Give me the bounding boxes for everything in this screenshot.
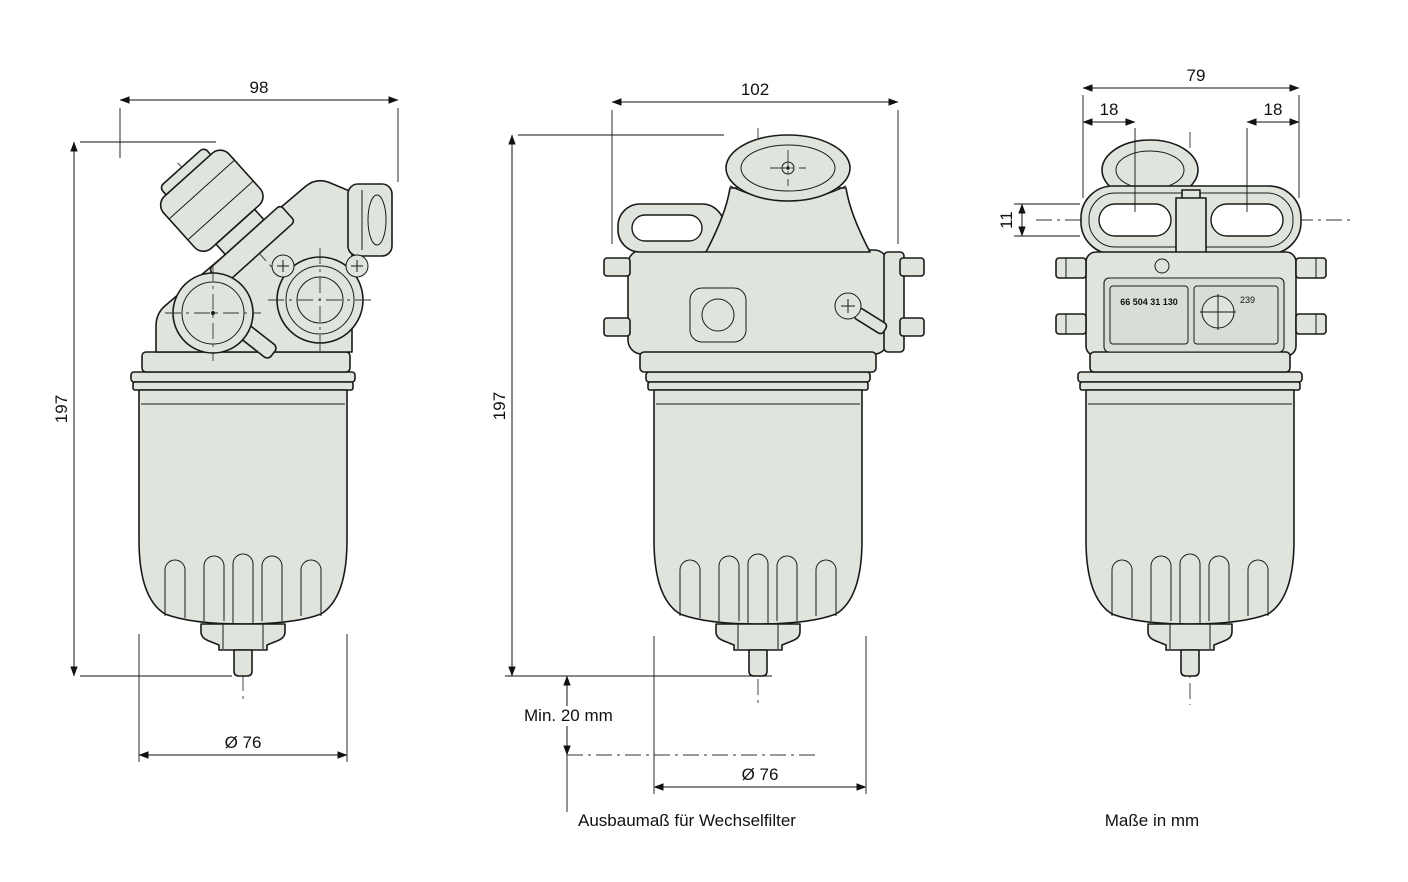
dim-diameter-label: Ø 76 bbox=[742, 765, 779, 784]
min-clearance-label: Min. 20 mm bbox=[524, 706, 613, 725]
filter-head-flange bbox=[639, 351, 877, 373]
dimensions-front-view: 102 197 Min. 20 mm Ausbaumaß für Wechsel… bbox=[490, 80, 899, 830]
dimensions-left-view: 98 197 Ø 76 bbox=[52, 78, 399, 762]
filter-head-flange bbox=[1089, 351, 1291, 373]
dimensions-side-view: 79 18 18 11 bbox=[997, 66, 1300, 237]
dim-slot-height-label: 11 bbox=[997, 211, 1016, 229]
part-number-text: 66 504 31 130 bbox=[1120, 297, 1178, 307]
left-view: 98 197 Ø 76 bbox=[52, 78, 399, 762]
side-view: 66 504 31 130 239 79 18 bbox=[997, 66, 1352, 830]
mounting-ear bbox=[617, 203, 725, 253]
outlet-port-flange bbox=[347, 183, 393, 257]
dim-height-label: 197 bbox=[490, 392, 509, 420]
bolt-boss bbox=[271, 254, 295, 278]
vent-screw bbox=[1154, 258, 1170, 274]
head-details bbox=[689, 287, 888, 343]
filter-canister bbox=[645, 371, 871, 677]
mounting-slot bbox=[631, 214, 703, 242]
inlet-port-bore bbox=[165, 265, 261, 361]
filter-canister bbox=[1077, 371, 1303, 677]
dim-width-label: 98 bbox=[250, 78, 269, 97]
mounting-bracket bbox=[1080, 185, 1302, 255]
dim-diameter-label: Ø 76 bbox=[225, 733, 262, 752]
removal-caption: Ausbaumaß für Wechselfilter bbox=[578, 811, 796, 830]
angled-inlet-port bbox=[159, 148, 295, 285]
dim-width-label: 79 bbox=[1187, 66, 1206, 85]
dim-width-label: 102 bbox=[741, 80, 769, 99]
bolt-boss bbox=[345, 254, 369, 278]
front-view: 102 197 Min. 20 mm Ausbaumaß für Wechsel… bbox=[490, 80, 925, 830]
dim-height-label: 197 bbox=[52, 395, 71, 423]
side-bolts bbox=[1055, 257, 1327, 335]
units-caption: Maße in mm bbox=[1105, 811, 1199, 830]
hand-primer-pump bbox=[705, 134, 871, 253]
dim-offset-right-label: 18 bbox=[1264, 100, 1283, 119]
side-bolts bbox=[603, 251, 925, 353]
filter-head-flange bbox=[141, 351, 351, 373]
cast-panel: 66 504 31 130 239 bbox=[1103, 277, 1285, 353]
cast-number-text: 239 bbox=[1240, 295, 1255, 305]
dim-offset-left-label: 18 bbox=[1100, 100, 1119, 119]
filter-canister bbox=[130, 371, 356, 677]
outlet-port-bore bbox=[268, 248, 372, 352]
